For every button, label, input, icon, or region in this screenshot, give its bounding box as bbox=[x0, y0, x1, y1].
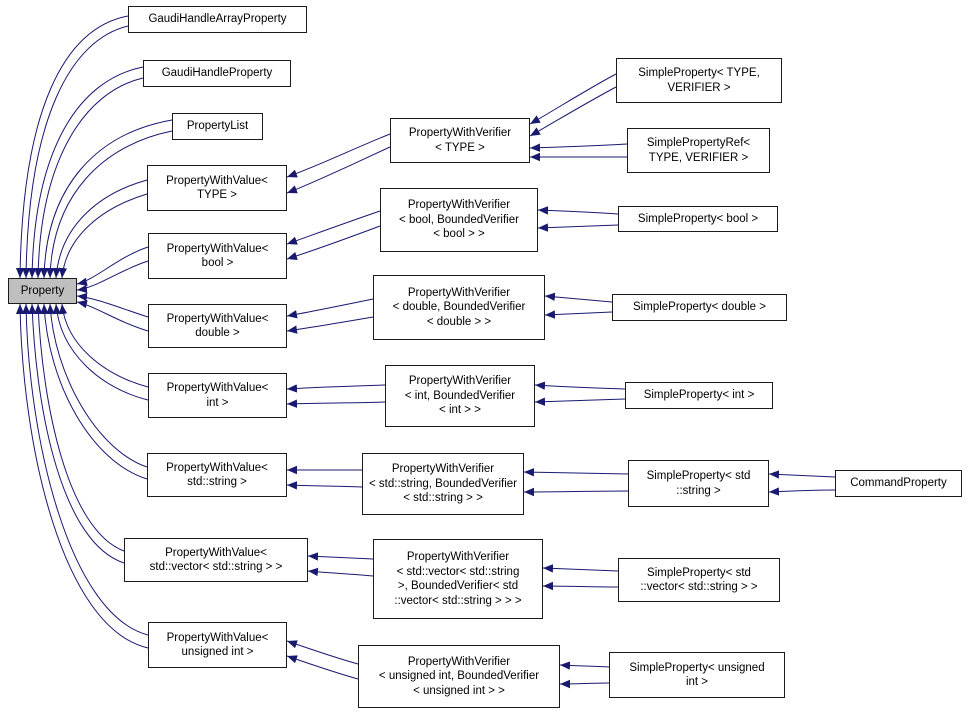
node-gaudi-handle-array-property[interactable]: GaudiHandleArrayProperty bbox=[128, 6, 307, 33]
node-property-with-verifier-double[interactable]: PropertyWithVerifier < double, BoundedVe… bbox=[373, 275, 545, 340]
node-property-list[interactable]: PropertyList bbox=[172, 113, 263, 140]
node-simple-property-unsigned-int[interactable]: SimpleProperty< unsigned int > bbox=[609, 652, 785, 698]
node-property-with-value-bool[interactable]: PropertyWithValue< bool > bbox=[148, 233, 287, 279]
node-property-with-verifier-bool[interactable]: PropertyWithVerifier < bool, BoundedVeri… bbox=[380, 188, 538, 252]
node-simple-property-bool[interactable]: SimpleProperty< bool > bbox=[618, 206, 778, 232]
node-simple-property-ref[interactable]: SimplePropertyRef< TYPE, VERIFIER > bbox=[627, 128, 770, 173]
node-property[interactable]: Property bbox=[8, 278, 77, 304]
node-property-with-verifier-vector[interactable]: PropertyWithVerifier < std::vector< std:… bbox=[373, 539, 543, 619]
node-simple-property-type-verifier[interactable]: SimpleProperty< TYPE, VERIFIER > bbox=[616, 58, 782, 103]
node-property-with-verifier-int[interactable]: PropertyWithVerifier < int, BoundedVerif… bbox=[385, 365, 535, 427]
node-property-with-value-string[interactable]: PropertyWithValue< std::string > bbox=[147, 453, 287, 497]
node-property-with-value-vector[interactable]: PropertyWithValue< std::vector< std::str… bbox=[124, 538, 308, 582]
node-simple-property-int[interactable]: SimpleProperty< int > bbox=[625, 382, 773, 409]
node-simple-property-double[interactable]: SimpleProperty< double > bbox=[612, 294, 787, 321]
node-property-with-value-unsigned-int[interactable]: PropertyWithValue< unsigned int > bbox=[148, 622, 287, 668]
node-property-with-value-double[interactable]: PropertyWithValue< double > bbox=[148, 304, 287, 348]
edge-paths bbox=[15, 15, 836, 689]
node-simple-property-string[interactable]: SimpleProperty< std ::string > bbox=[628, 460, 769, 507]
node-property-with-verifier-type[interactable]: PropertyWithVerifier < TYPE > bbox=[390, 118, 530, 163]
node-command-property[interactable]: CommandProperty bbox=[835, 470, 962, 497]
node-property-with-verifier-unsigned-int[interactable]: PropertyWithVerifier < unsigned int, Bou… bbox=[358, 645, 560, 708]
node-simple-property-vector[interactable]: SimpleProperty< std ::vector< std::strin… bbox=[618, 558, 780, 602]
node-gaudi-handle-property[interactable]: GaudiHandleProperty bbox=[143, 60, 291, 87]
node-property-with-verifier-string[interactable]: PropertyWithVerifier < std::string, Boun… bbox=[362, 453, 524, 515]
node-property-with-value-int[interactable]: PropertyWithValue< int > bbox=[148, 373, 287, 418]
node-property-with-value-type[interactable]: PropertyWithValue< TYPE > bbox=[147, 165, 287, 211]
